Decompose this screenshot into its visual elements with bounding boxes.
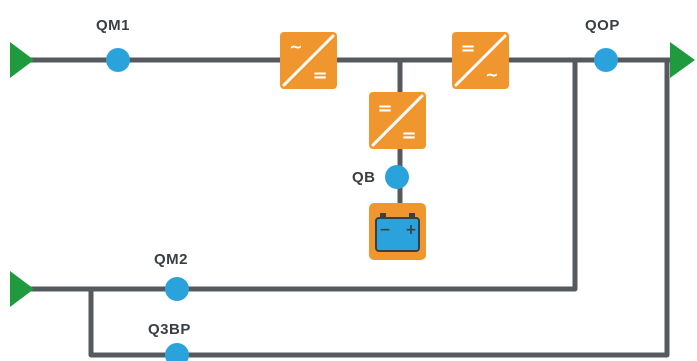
rectifier-dc-symbol: = xyxy=(312,65,327,86)
battery-terminal-right xyxy=(409,213,415,218)
breaker-q3bp[interactable] xyxy=(165,343,189,361)
label-qm2: QM2 xyxy=(154,251,188,268)
label-q3bp: Q3BP xyxy=(148,321,191,338)
maintenance-bypass-line xyxy=(30,60,578,292)
chopper-dc-out-symbol: = xyxy=(401,125,416,146)
label-qb: QB xyxy=(352,169,376,186)
rectifier-ac-symbol: ~ xyxy=(289,37,302,56)
battery-body xyxy=(375,217,420,252)
output-arrow-icon xyxy=(670,42,695,78)
breaker-qm1[interactable] xyxy=(106,48,130,72)
label-qop: QOP xyxy=(585,17,620,34)
wiring xyxy=(30,57,688,358)
chopper-diagonal xyxy=(371,94,424,147)
battery-plus-sign: + xyxy=(405,222,417,238)
chopper-dc-in-symbol: = xyxy=(377,98,392,119)
bypass-input-arrow-icon xyxy=(10,271,34,307)
breaker-qb[interactable] xyxy=(385,165,409,189)
static-bypass-line xyxy=(88,60,670,358)
battery-minus-sign: − xyxy=(379,222,391,238)
breaker-qop[interactable] xyxy=(594,48,618,72)
inverter-icon[interactable]: = ~ xyxy=(452,32,509,89)
chopper-icon[interactable]: = = xyxy=(369,92,426,149)
inverter-dc-symbol: = xyxy=(460,38,475,59)
rectifier-icon[interactable]: ~ = xyxy=(280,32,337,89)
main-input-arrow-icon xyxy=(10,42,34,78)
battery-icon[interactable]: − + xyxy=(369,203,426,260)
inverter-ac-symbol: ~ xyxy=(485,65,498,84)
battery-terminal-left xyxy=(380,213,386,218)
inverter-diagonal xyxy=(454,34,507,87)
rectifier-diagonal xyxy=(282,34,335,87)
label-qm1: QM1 xyxy=(96,17,130,34)
breaker-qm2[interactable] xyxy=(165,277,189,301)
